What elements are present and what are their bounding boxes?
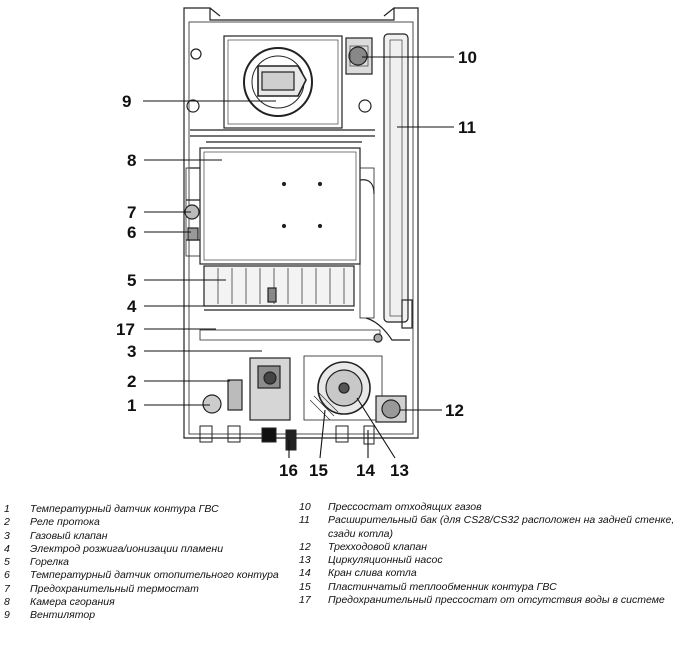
legend-text: Пластинчатый теплообменник контура ГВС <box>328 580 557 593</box>
ignition-electrode <box>267 287 277 303</box>
callout-3: 3 <box>127 342 136 361</box>
legend-item: 17 Предохранительный прессостат от отсутс… <box>299 594 697 607</box>
burner <box>203 265 355 307</box>
gas-inlet <box>261 427 277 443</box>
legend-text: Вентилятор <box>30 609 96 622</box>
legend-number: 15 <box>299 580 311 593</box>
legend-number: 13 <box>299 554 311 567</box>
legend-number: 7 <box>4 582 10 595</box>
legend-number: 12 <box>299 540 311 553</box>
fan-housing <box>223 35 343 129</box>
legend-text: Температурный датчик контура ГВС <box>30 503 219 515</box>
legend-item: 3 Газовый клапан <box>4 530 304 543</box>
callout-10: 10 <box>458 48 477 67</box>
legend-item: 5 Горелка <box>4 556 304 569</box>
dhw-temp-sensor <box>202 394 222 414</box>
legend-item: 10 Прессостат отходящих газов <box>299 501 697 514</box>
legend-number: 9 <box>4 609 10 622</box>
legend-text: Предохранительный прессостат от отсутств… <box>328 594 665 607</box>
callout-17: 17 <box>116 320 135 339</box>
legend-text: Газовый клапан <box>30 529 108 542</box>
boiler-diagram: 9 8 7 6 5 4 17 3 2 1 10 11 12 16 15 14 1… <box>116 7 477 480</box>
legend-item: 13 Циркуляционный насос <box>299 554 697 567</box>
callout-16: 16 <box>279 461 298 480</box>
callout-9: 9 <box>122 92 131 111</box>
combustion-chamber <box>199 147 361 265</box>
callout-6: 6 <box>127 223 136 242</box>
legend-item: 7 Предохранительный термостат <box>4 583 304 596</box>
drain-tap <box>363 425 375 445</box>
legend-number: 17 <box>299 594 311 607</box>
legend-text: Реле протока <box>30 516 100 529</box>
legend-text: Температурный датчик отопительного конту… <box>30 569 279 582</box>
legend-number: 8 <box>4 596 10 609</box>
legend-item: 6 Температурный датчик отопительного конт… <box>4 569 304 582</box>
callout-4: 4 <box>127 297 137 316</box>
legend-item: 12 Трехходовой клапан <box>299 541 697 554</box>
legend-left: 1 Температурный датчик контура ГВС 2 Реле … <box>4 503 304 623</box>
legend-number: 11 <box>299 514 310 527</box>
legend-number: 5 <box>4 556 10 569</box>
legend-item: 14 Кран слива котла <box>299 567 697 580</box>
legend-item: 2 Реле протока <box>4 516 304 529</box>
callout-13: 13 <box>390 461 409 480</box>
legend-number: 4 <box>4 542 10 555</box>
legend-text: Горелка <box>30 556 70 569</box>
flow-switch <box>227 379 243 411</box>
callout-12: 12 <box>445 401 464 420</box>
callout-5: 5 <box>127 271 136 290</box>
plate-heat-exchanger <box>303 355 383 421</box>
callout-7: 7 <box>127 203 136 222</box>
legend-text: Предохранительный термостат <box>30 582 199 595</box>
legend-text: Циркуляционный насос <box>328 554 443 567</box>
callout-2: 2 <box>127 372 136 391</box>
legend-right: 10 Прессостат отходящих газов 11 Расширите… <box>299 501 697 607</box>
legend-number: 14 <box>299 567 311 580</box>
legend-text: Трехходовой клапан <box>328 540 427 553</box>
legend-text: Кран слива котла <box>328 567 417 580</box>
heating-temp-sensor <box>187 227 199 241</box>
expansion-tank <box>383 33 409 323</box>
callout-8: 8 <box>127 151 136 170</box>
callout-14: 14 <box>356 461 375 480</box>
legend-number: 3 <box>4 529 10 542</box>
fan <box>243 47 313 117</box>
legend-item: 15 Пластинчатый теплообменник контура ГВС <box>299 581 697 594</box>
legend-number: 1 <box>4 503 10 515</box>
callout-1: 1 <box>127 396 136 415</box>
legend-item: 11 Расширительный бак (для CS28/CS32 расп… <box>299 514 697 541</box>
legend-text: Электрод розжига/ионизации пламени <box>30 542 224 555</box>
callout-11: 11 <box>458 118 476 137</box>
legend-item: 8 Камера сгорания <box>4 596 304 609</box>
legend-text: Расширительный бак (для CS28/CS32 распол… <box>328 514 675 540</box>
legend-text: Прессостат отходящих газов <box>328 501 482 513</box>
legend-item: 1 Температурный датчик контура ГВС <box>4 503 304 516</box>
legend-number: 2 <box>4 516 10 529</box>
legend-number: 10 <box>299 501 311 513</box>
legend-number: 6 <box>4 569 10 582</box>
legend-item: 4 Электрод розжига/ионизации пламени <box>4 543 304 556</box>
callout-15: 15 <box>309 461 328 480</box>
legend-text: Камера сгорания <box>30 596 115 609</box>
legend-item: 9 Вентилятор <box>4 609 304 622</box>
flue-pressure-switch <box>345 37 373 75</box>
